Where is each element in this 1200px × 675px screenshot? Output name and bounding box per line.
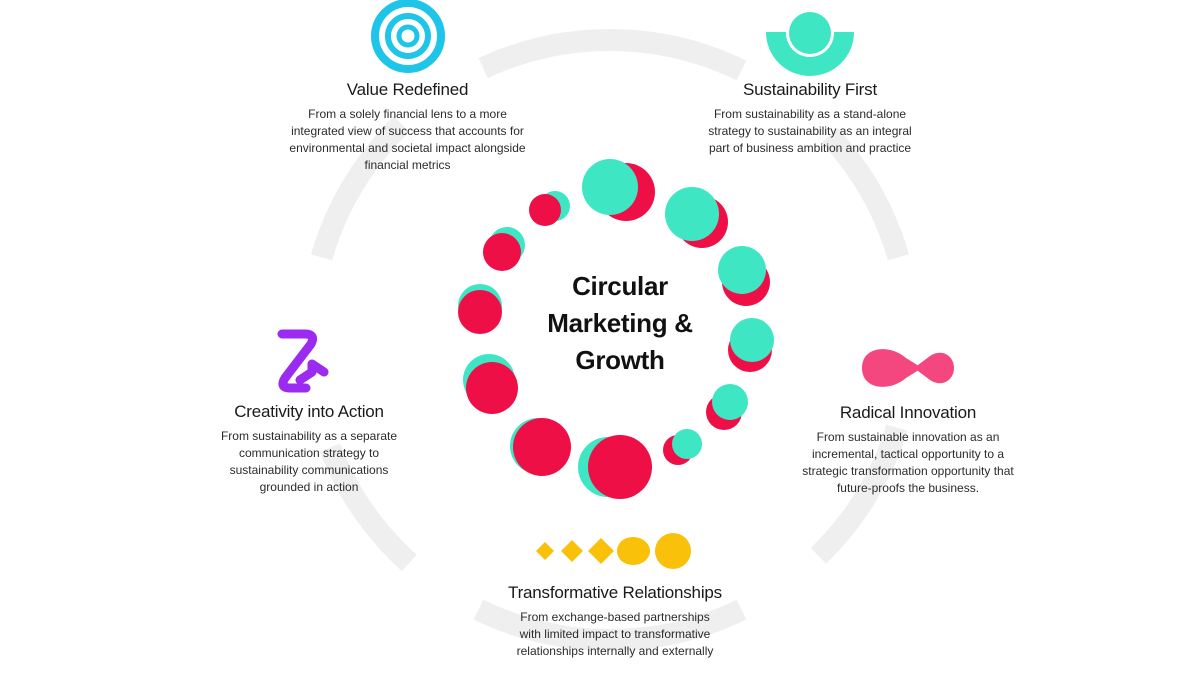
description-line: From a solely financial lens to a more: [308, 107, 507, 121]
ring-segment: [473, 599, 747, 651]
description-line: integrated view of success that accounts…: [291, 124, 524, 138]
ring-segment: [319, 443, 417, 572]
description-line: relationships internally and externally: [516, 644, 714, 658]
block-title: Transformative Relationships: [508, 583, 722, 602]
description-line: incremental, tactical opportunity to a: [811, 447, 1005, 461]
red-dot: [458, 290, 502, 334]
block-description: From sustainability as a stand-alone str…: [680, 106, 940, 157]
zigzag-arrow-icon: [277, 329, 329, 393]
block-description: From sustainability as a separate commun…: [190, 428, 428, 496]
growing-diamonds-icon: [536, 533, 691, 569]
teal-dot: [718, 246, 766, 294]
block-description: From exchange-based partnerships with li…: [485, 609, 745, 660]
description-line: future-proofs the business.: [836, 481, 980, 495]
red-dot: [529, 194, 561, 226]
red-dot: [513, 418, 571, 476]
center-title-line: Circular: [572, 271, 668, 301]
description-line: financial metrics: [364, 158, 451, 172]
dot-ring: [458, 159, 774, 499]
description-line: From sustainability as a stand-alone: [713, 107, 907, 121]
sustainability-first-block: Sustainability First From sustainability…: [680, 80, 940, 157]
description-line: environmental and societal impact alongs…: [289, 141, 526, 155]
block-title: Creativity into Action: [234, 402, 384, 421]
concentric-circles-icon: [371, 0, 445, 73]
block-description: From a solely financial lens to a more i…: [265, 106, 550, 174]
teal-dot: [730, 318, 774, 362]
rising-sun-icon: [766, 9, 854, 76]
ring-segment: [478, 29, 747, 81]
description-line: From sustainable innovation as an: [816, 430, 1000, 444]
radical-innovation-block: Radical Innovation From sustainable inno…: [780, 403, 1036, 497]
infinity-drop-icon: [862, 349, 954, 387]
value-redefined-block: Value Redefined From a solely financial …: [265, 80, 550, 174]
block-title: Radical Innovation: [839, 403, 977, 422]
teal-dot: [582, 159, 638, 215]
block-description: From sustainable innovation as an increm…: [780, 429, 1036, 497]
outer-ring: [311, 29, 909, 651]
ring-segment: [810, 424, 908, 564]
description-line: sustainability communications: [229, 463, 389, 477]
transformative-relationships-block: Transformative Relationships From exchan…: [485, 583, 745, 660]
teal-dot: [665, 187, 719, 241]
description-line: communication strategy to: [238, 446, 380, 460]
description-line: with limited impact to transformative: [519, 627, 711, 641]
red-dot: [588, 435, 652, 499]
block-title: Value Redefined: [346, 80, 469, 99]
description-line: strategic transformation opportunity tha…: [802, 464, 1014, 478]
block-title: Sustainability First: [743, 80, 877, 99]
creativity-into-action-block: Creativity into Action From sustainabili…: [190, 402, 428, 496]
ring-segment: [311, 116, 410, 261]
teal-dot: [672, 429, 702, 459]
center-title: Circular Marketing & Growth: [505, 268, 735, 379]
center-title-line: Growth: [575, 345, 665, 375]
ring-segment: [821, 127, 909, 261]
description-line: part of business ambition and practice: [708, 141, 912, 155]
teal-dot: [712, 384, 748, 420]
center-title-line: Marketing &: [547, 308, 693, 338]
description-line: strategy to sustainability as an integra…: [708, 124, 912, 138]
description-line: From exchange-based partnerships: [520, 610, 710, 624]
red-dot: [483, 233, 521, 271]
description-line: grounded in action: [259, 480, 359, 494]
description-line: From sustainability as a separate: [220, 429, 398, 443]
red-dot: [466, 362, 518, 414]
